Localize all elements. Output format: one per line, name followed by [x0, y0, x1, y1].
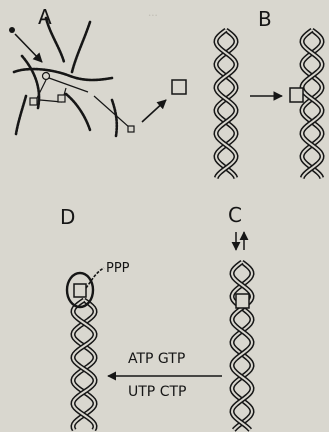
panel-d: D PPP ATP GTP UTP CTP [60, 205, 222, 430]
panel-b: B [216, 7, 322, 178]
panel-d-label: D [60, 205, 75, 229]
panel-c: C [228, 203, 252, 430]
pointer-arrow [15, 34, 42, 62]
double-helix [73, 300, 95, 430]
nucleotides-top-label: ATP GTP [128, 351, 185, 367]
polymerase-box [290, 88, 303, 102]
panel-b-label: B [258, 7, 272, 31]
panel-a: A [9, 5, 186, 136]
strand-separation-arrows [236, 232, 244, 250]
nucleotides-bottom-label: UTP CTP [128, 384, 186, 400]
unwound-dna-strands [14, 18, 117, 136]
polymerase-box [74, 284, 86, 297]
arrow-to-complex [142, 100, 166, 122]
double-helix [302, 30, 322, 178]
enzyme-dot [9, 27, 15, 33]
triphosphate-label: PPP [106, 261, 130, 276]
panel-a-label: A [38, 5, 52, 29]
branch-lines [30, 73, 134, 133]
panel-c-label: C [228, 203, 242, 227]
polymerase-box [236, 294, 249, 308]
double-helix [232, 262, 252, 430]
polymerase-box [172, 80, 186, 94]
double-helix [216, 30, 236, 178]
